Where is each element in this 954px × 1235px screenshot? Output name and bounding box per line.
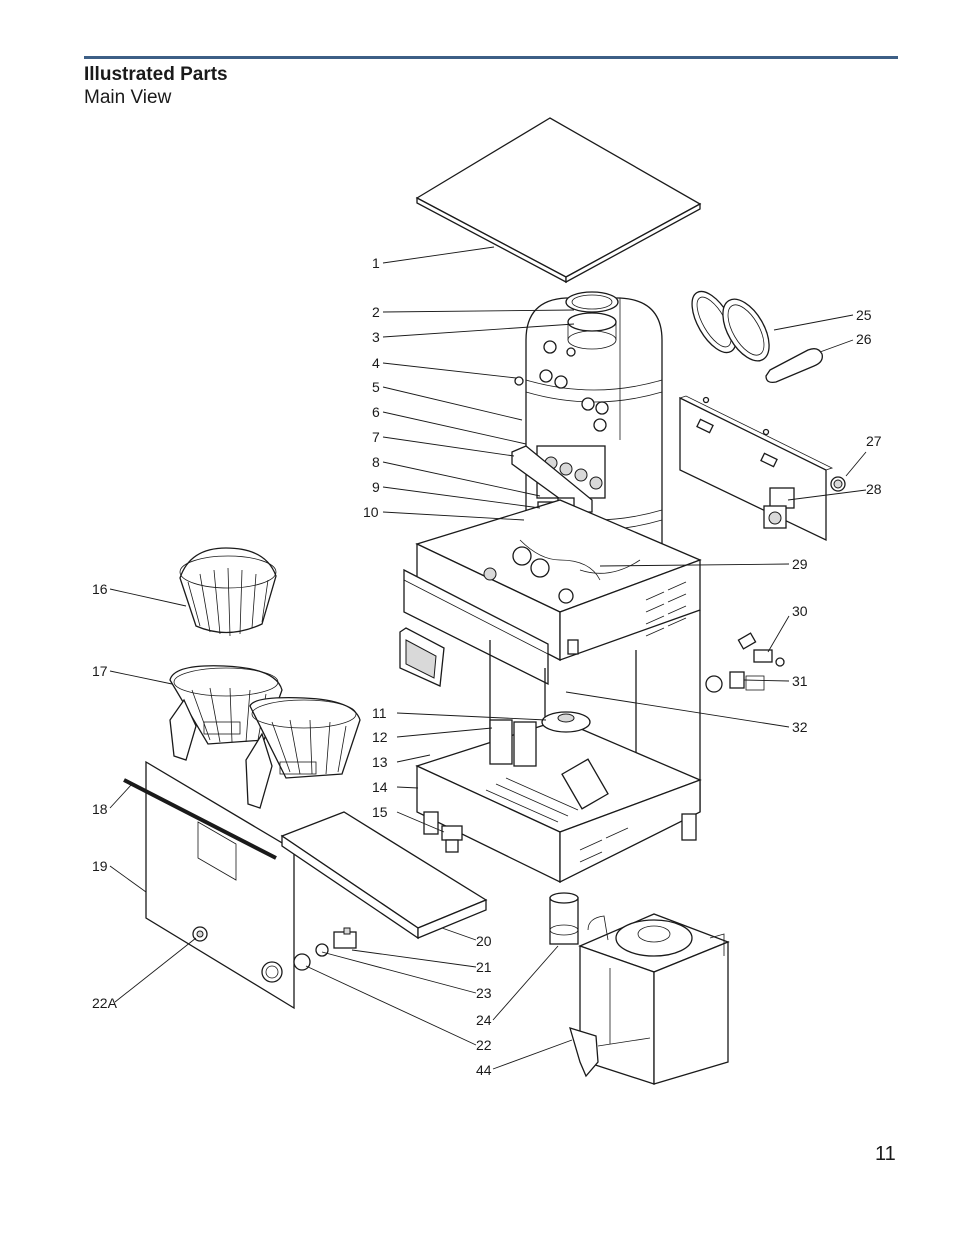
page-number: 11 — [875, 1143, 896, 1165]
callout-12: 12 — [372, 729, 388, 745]
part-valve-bracket — [678, 395, 846, 542]
callout-5: 5 — [372, 379, 380, 395]
callout-22: 22 — [476, 1037, 492, 1053]
part-drip-tray — [280, 811, 488, 940]
callout-17: 17 — [92, 663, 108, 679]
callout-4: 4 — [372, 355, 380, 371]
callout-6: 6 — [372, 404, 380, 420]
part-paper-filter — [179, 547, 277, 637]
callout-23: 23 — [476, 985, 492, 1001]
callout-15: 15 — [372, 804, 388, 820]
callout-13: 13 — [372, 754, 388, 770]
callout-31: 31 — [792, 673, 808, 689]
callout-22A: 22A — [92, 995, 118, 1011]
part-hose — [691, 290, 823, 384]
callout-19: 19 — [92, 858, 108, 874]
leader-lines — [109, 246, 867, 1070]
part-cabinet — [403, 499, 702, 884]
part-display-module — [399, 627, 445, 687]
header-rule — [84, 56, 898, 59]
page-title: Illustrated Parts — [84, 64, 228, 85]
callout-9: 9 — [372, 479, 380, 495]
callout-44: 44 — [476, 1062, 492, 1078]
callout-27: 27 — [866, 433, 882, 449]
callout-24: 24 — [476, 1012, 492, 1028]
callout-labels: 1 2 3 4 5 6 7 8 9 10 11 12 13 14 15 16 1… — [92, 255, 882, 1078]
callout-20: 20 — [476, 933, 492, 949]
callout-32: 32 — [792, 719, 808, 735]
part-thermostat — [705, 632, 785, 693]
page-subtitle: Main View — [84, 87, 172, 108]
callout-25: 25 — [856, 307, 872, 323]
callout-30: 30 — [792, 603, 808, 619]
part-float — [549, 892, 579, 945]
callout-26: 26 — [856, 331, 872, 347]
callout-7: 7 — [372, 429, 380, 445]
callout-11: 11 — [372, 705, 387, 721]
part-brew-funnel — [169, 665, 361, 809]
callout-1: 1 — [372, 255, 380, 271]
part-lid-panel — [415, 117, 702, 284]
part-server — [569, 913, 730, 1085]
callout-10: 10 — [363, 504, 379, 520]
callout-8: 8 — [372, 454, 380, 470]
part-switch-assembly — [293, 927, 357, 971]
callout-16: 16 — [92, 581, 108, 597]
callout-21: 21 — [476, 959, 492, 975]
part-front-panel — [123, 760, 295, 1010]
callout-2: 2 — [372, 304, 380, 320]
callout-18: 18 — [92, 801, 108, 817]
callout-3: 3 — [372, 329, 380, 345]
callout-29: 29 — [792, 556, 808, 572]
callout-28: 28 — [866, 481, 882, 497]
callout-14: 14 — [372, 779, 388, 795]
